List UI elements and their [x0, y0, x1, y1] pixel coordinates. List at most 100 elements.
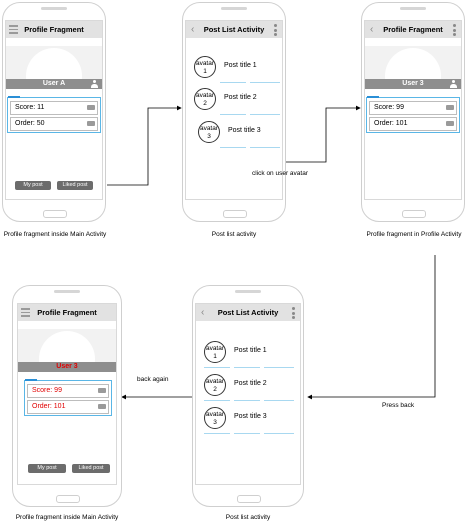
order-label: Order: 101	[374, 120, 408, 127]
user-name: User 3	[402, 80, 424, 87]
divider	[204, 400, 230, 401]
screen-profile-main: Profile Fragment User A Score: 11 Order:…	[5, 20, 103, 200]
my-post-button[interactable]: My post	[28, 464, 66, 473]
avatar-circle[interactable]: avatar 2	[204, 374, 226, 396]
order-row: Order: 50	[10, 117, 98, 131]
user-name-bar: User 3	[18, 362, 116, 372]
post-title: Post title 1	[224, 62, 257, 69]
caption-profile-main-2: Profile fragment inside Main Activity	[15, 514, 119, 521]
overflow-menu-icon[interactable]	[453, 24, 456, 38]
back-arrow-icon[interactable]: ‹	[201, 307, 205, 318]
label-back-again: back again	[137, 376, 169, 383]
screen-post-list-2: ‹ Post List Activity avatar 1 Post title…	[195, 303, 301, 485]
list-item[interactable]: avatar 1 Post title 1	[196, 339, 300, 369]
overflow-menu-icon[interactable]	[274, 24, 277, 38]
arrow-press-back	[307, 255, 436, 400]
overflow-menu-icon[interactable]	[292, 307, 295, 321]
stats-panel: Score: 99 Order: 101	[366, 96, 460, 133]
avatar-circle[interactable]: avatar 1	[194, 56, 216, 78]
phone-speaker	[235, 290, 261, 293]
avatar-circle[interactable]: avatar 3	[198, 121, 220, 143]
selection-indicator	[25, 379, 37, 381]
phone-speaker	[41, 7, 67, 10]
divider	[220, 82, 246, 83]
liked-post-button[interactable]: Liked post	[72, 464, 110, 473]
phone-profile-main-2: Profile Fragment User 3 Score: 99 Order:…	[12, 285, 122, 507]
divider	[220, 147, 246, 148]
profile-cover	[365, 46, 461, 104]
phone-profile-main: Profile Fragment User A Score: 11 Order:…	[2, 2, 106, 222]
edit-icon[interactable]	[98, 404, 106, 409]
titlebar: Profile Fragment	[6, 21, 102, 38]
edit-icon[interactable]	[87, 105, 95, 110]
screen-title: Profile Fragment	[37, 308, 97, 317]
list-item[interactable]: avatar 3 Post title 3	[196, 405, 300, 435]
phone-home-button	[43, 210, 67, 218]
post-title: Post title 3	[234, 413, 267, 420]
back-arrow-icon[interactable]: ‹	[370, 24, 374, 35]
back-arrow-icon[interactable]: ‹	[191, 24, 195, 35]
divider	[204, 433, 230, 434]
post-title: Post title 1	[234, 347, 267, 354]
stats-panel: Score: 11 Order: 50	[7, 96, 101, 133]
caption-post-list-2: Post list activity	[225, 514, 271, 521]
profile-avatar-placeholder	[26, 48, 82, 104]
screen-title: Profile Fragment	[24, 25, 84, 34]
screen-title: Post List Activity	[203, 25, 265, 34]
phone-post-list-2: ‹ Post List Activity avatar 1 Post title…	[192, 285, 304, 507]
phone-post-list-1: ‹ Post List Activity avatar 1 Post title…	[182, 2, 286, 222]
phone-profile-activity: ‹ Profile Fragment User 3 Score: 99 Orde…	[361, 2, 465, 222]
list-item[interactable]: avatar 1 Post title 1	[186, 54, 282, 84]
post-title: Post title 2	[224, 94, 257, 101]
list-item[interactable]: avatar 3 Post title 3	[186, 119, 282, 149]
user-icon	[91, 80, 98, 88]
profile-avatar-placeholder	[385, 48, 441, 104]
divider	[264, 367, 294, 368]
score-row: Score: 11	[10, 101, 98, 115]
user-name-bar: User 3	[365, 79, 461, 89]
my-post-button[interactable]: My post	[15, 181, 51, 190]
divider	[250, 82, 280, 83]
score-label: Score: 99	[374, 104, 404, 111]
user-name: User 3	[56, 363, 78, 370]
order-label: Order: 50	[15, 120, 45, 127]
label-click-avatar: click on user avatar	[252, 170, 308, 177]
order-label: Order: 101	[32, 403, 66, 410]
avatar-circle[interactable]: avatar 1	[204, 341, 226, 363]
score-row: Score: 99	[27, 384, 109, 398]
titlebar: ‹ Post List Activity	[186, 21, 282, 38]
hamburger-menu-icon[interactable]	[21, 308, 30, 317]
divider	[204, 367, 230, 368]
titlebar: Profile Fragment	[18, 304, 116, 321]
phone-home-button	[223, 210, 247, 218]
phone-speaker	[221, 7, 247, 10]
edit-icon[interactable]	[446, 105, 454, 110]
profile-cover	[6, 46, 102, 104]
edit-icon[interactable]	[87, 121, 95, 126]
list-item[interactable]: avatar 2 Post title 2	[186, 86, 282, 116]
screen-post-list-1: ‹ Post List Activity avatar 1 Post title…	[185, 20, 283, 200]
edit-icon[interactable]	[98, 388, 106, 393]
divider	[234, 400, 260, 401]
list-item[interactable]: avatar 2 Post title 2	[196, 372, 300, 402]
edit-icon[interactable]	[446, 121, 454, 126]
post-title: Post title 2	[234, 380, 267, 387]
divider	[234, 367, 260, 368]
caption-profile-main: Profile fragment inside Main Activity	[3, 231, 107, 238]
screen-profile-main-2: Profile Fragment User 3 Score: 99 Order:…	[17, 303, 117, 485]
titlebar: ‹ Post List Activity	[196, 304, 300, 321]
avatar-circle[interactable]: avatar 3	[204, 407, 226, 429]
post-title: Post title 3	[228, 127, 261, 134]
titlebar: ‹ Profile Fragment	[365, 21, 461, 38]
avatar-circle[interactable]: avatar 2	[194, 88, 216, 110]
divider	[250, 147, 280, 148]
hamburger-menu-icon[interactable]	[9, 25, 18, 34]
profile-avatar-placeholder	[39, 331, 95, 387]
stats-panel: Score: 99 Order: 101	[24, 379, 112, 416]
divider	[264, 433, 294, 434]
divider	[234, 433, 260, 434]
liked-post-button[interactable]: Liked post	[57, 181, 93, 190]
label-press-back: Press back	[382, 402, 415, 409]
score-row: Score: 99	[369, 101, 457, 115]
divider	[264, 400, 294, 401]
